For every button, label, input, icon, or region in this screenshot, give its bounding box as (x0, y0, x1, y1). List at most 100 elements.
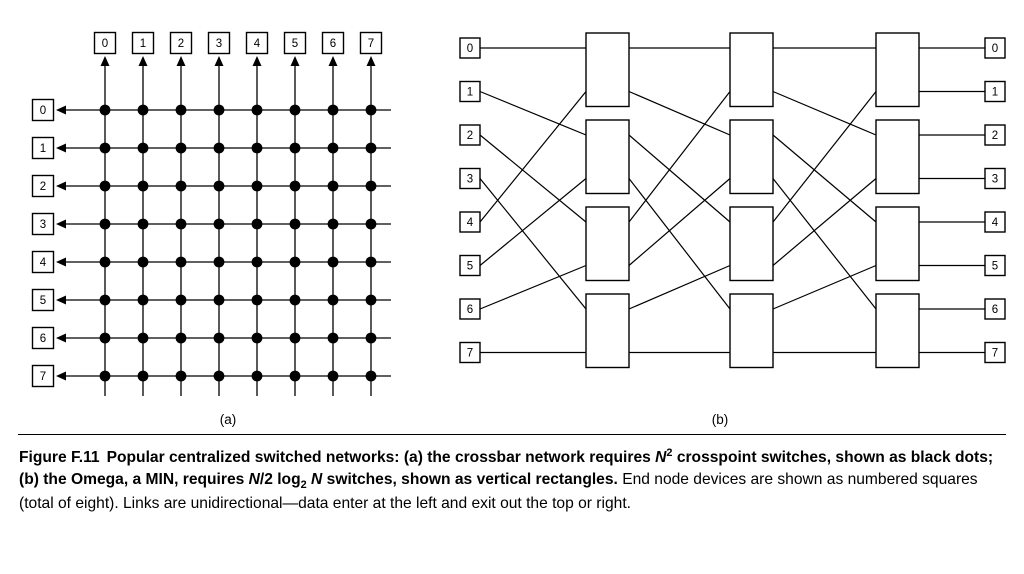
omega-shuffle-link (479, 91, 587, 223)
arrow-left-icon (56, 219, 66, 229)
caption-segment: crosspoint switches, shown as black dots… (19, 449, 994, 488)
crosspoint-switch-dot (137, 218, 149, 230)
end-node-label: 0 (467, 43, 473, 55)
end-node-label: 6 (40, 333, 46, 345)
end-node-label: 4 (40, 257, 47, 269)
crosspoint-switch-dot (99, 104, 111, 116)
end-node-label: 2 (992, 130, 998, 142)
omega-shuffle-link (772, 178, 877, 310)
crosspoint-switch-dot (289, 370, 301, 382)
omega-shuffle-link (479, 134, 587, 223)
crosspoint-switch-dot (175, 180, 187, 192)
crosspoint-switch-dot (365, 142, 377, 154)
arrow-left-icon (56, 105, 66, 115)
end-node-square (207, 31, 231, 55)
end-node-label: 4 (254, 38, 261, 50)
end-node-square (31, 326, 55, 350)
omega-shuffle-link (628, 90, 731, 136)
crosspoint-switch-dot (365, 256, 377, 268)
crosspoint-switch-dot (213, 256, 225, 268)
arrow-up-icon (328, 56, 338, 66)
end-node-label: 4 (992, 217, 999, 229)
caption-segment: End node devices are shown as numbered s… (19, 470, 978, 512)
end-node-square (321, 31, 345, 55)
crosspoint-switch-dot (289, 332, 301, 344)
end-node-label: 5 (292, 38, 298, 50)
end-node-square (984, 167, 1006, 190)
omega-shuffle-link (479, 90, 587, 136)
end-node-label: 5 (467, 261, 473, 273)
crosspoint-switch-dot (175, 218, 187, 230)
arrow-up-icon (138, 56, 148, 66)
end-node-square (31, 288, 55, 312)
caption-segment: N (655, 449, 667, 467)
end-node-square (984, 37, 1006, 59)
crosspoint-switch-dot (365, 104, 377, 116)
crosspoint-switch-dot (213, 370, 225, 382)
crosspoint-switch-dot (137, 332, 149, 344)
omega-switch-rect (729, 32, 774, 108)
crosspoint-switch-dot (251, 142, 263, 154)
omega-switch-rect (585, 206, 630, 282)
arrow-left-icon (56, 181, 66, 191)
crosspoint-switch-dot (289, 142, 301, 154)
omega-shuffle-link (628, 178, 731, 266)
crosspoint-switch-dot (251, 294, 263, 306)
end-node-square (459, 167, 481, 190)
omega-switch-rect (585, 293, 630, 369)
crosspoint-switch-dot (99, 180, 111, 192)
end-node-square (31, 212, 55, 236)
crosspoint-switch-dot (175, 370, 187, 382)
crosspoint-switch-dot (99, 142, 111, 154)
omega-shuffle-link (772, 178, 877, 266)
end-node-label: 3 (216, 38, 222, 50)
omega-shuffle-link (628, 91, 731, 223)
crosspoint-switch-dot (327, 256, 339, 268)
caption-segment: switches, shown as vertical rectangles. (322, 470, 618, 488)
crosspoint-switch-dot (251, 332, 263, 344)
end-node-label: 1 (140, 38, 146, 50)
end-node-label: 3 (40, 219, 46, 231)
end-node-square (245, 31, 269, 55)
crosspoint-switch-dot (327, 294, 339, 306)
end-node-square (31, 364, 55, 388)
crosspoint-switch-dot (213, 142, 225, 154)
arrow-left-icon (56, 371, 66, 381)
crosspoint-switch-dot (213, 294, 225, 306)
caption-divider-rule (18, 434, 1006, 435)
end-node-label: 6 (330, 38, 336, 50)
crosspoint-switch-dot (251, 104, 263, 116)
crosspoint-switch-dot (99, 256, 111, 268)
omega-shuffle-link (628, 264, 731, 310)
crosspoint-switch-dot (175, 104, 187, 116)
omega-shuffle-link (772, 264, 877, 310)
end-node-square (169, 31, 193, 55)
omega-switch-rect (875, 32, 920, 108)
end-node-label: 5 (992, 261, 998, 273)
crosspoint-switch-dot (251, 370, 263, 382)
end-node-square (459, 37, 481, 59)
caption-segment: N (311, 470, 323, 488)
omega-shuffle-link (628, 134, 731, 223)
crosspoint-switch-dot (137, 180, 149, 192)
end-node-label: 2 (467, 130, 473, 142)
crosspoint-switch-dot (99, 370, 111, 382)
crosspoint-switch-dot (137, 256, 149, 268)
crosspoint-switch-dot (289, 256, 301, 268)
end-node-label: 0 (102, 38, 108, 50)
end-node-label: 7 (467, 348, 473, 360)
arrow-left-icon (56, 257, 66, 267)
crosspoint-switch-dot (213, 332, 225, 344)
crosspoint-switch-dot (251, 256, 263, 268)
caption-segment: /2 log (259, 470, 301, 488)
arrow-left-icon (56, 143, 66, 153)
end-node-square (459, 211, 481, 233)
end-node-square (93, 31, 117, 55)
end-node-square (459, 80, 481, 103)
crosspoint-switch-dot (365, 370, 377, 382)
crosspoint-switch-dot (327, 142, 339, 154)
end-node-square (984, 211, 1006, 233)
